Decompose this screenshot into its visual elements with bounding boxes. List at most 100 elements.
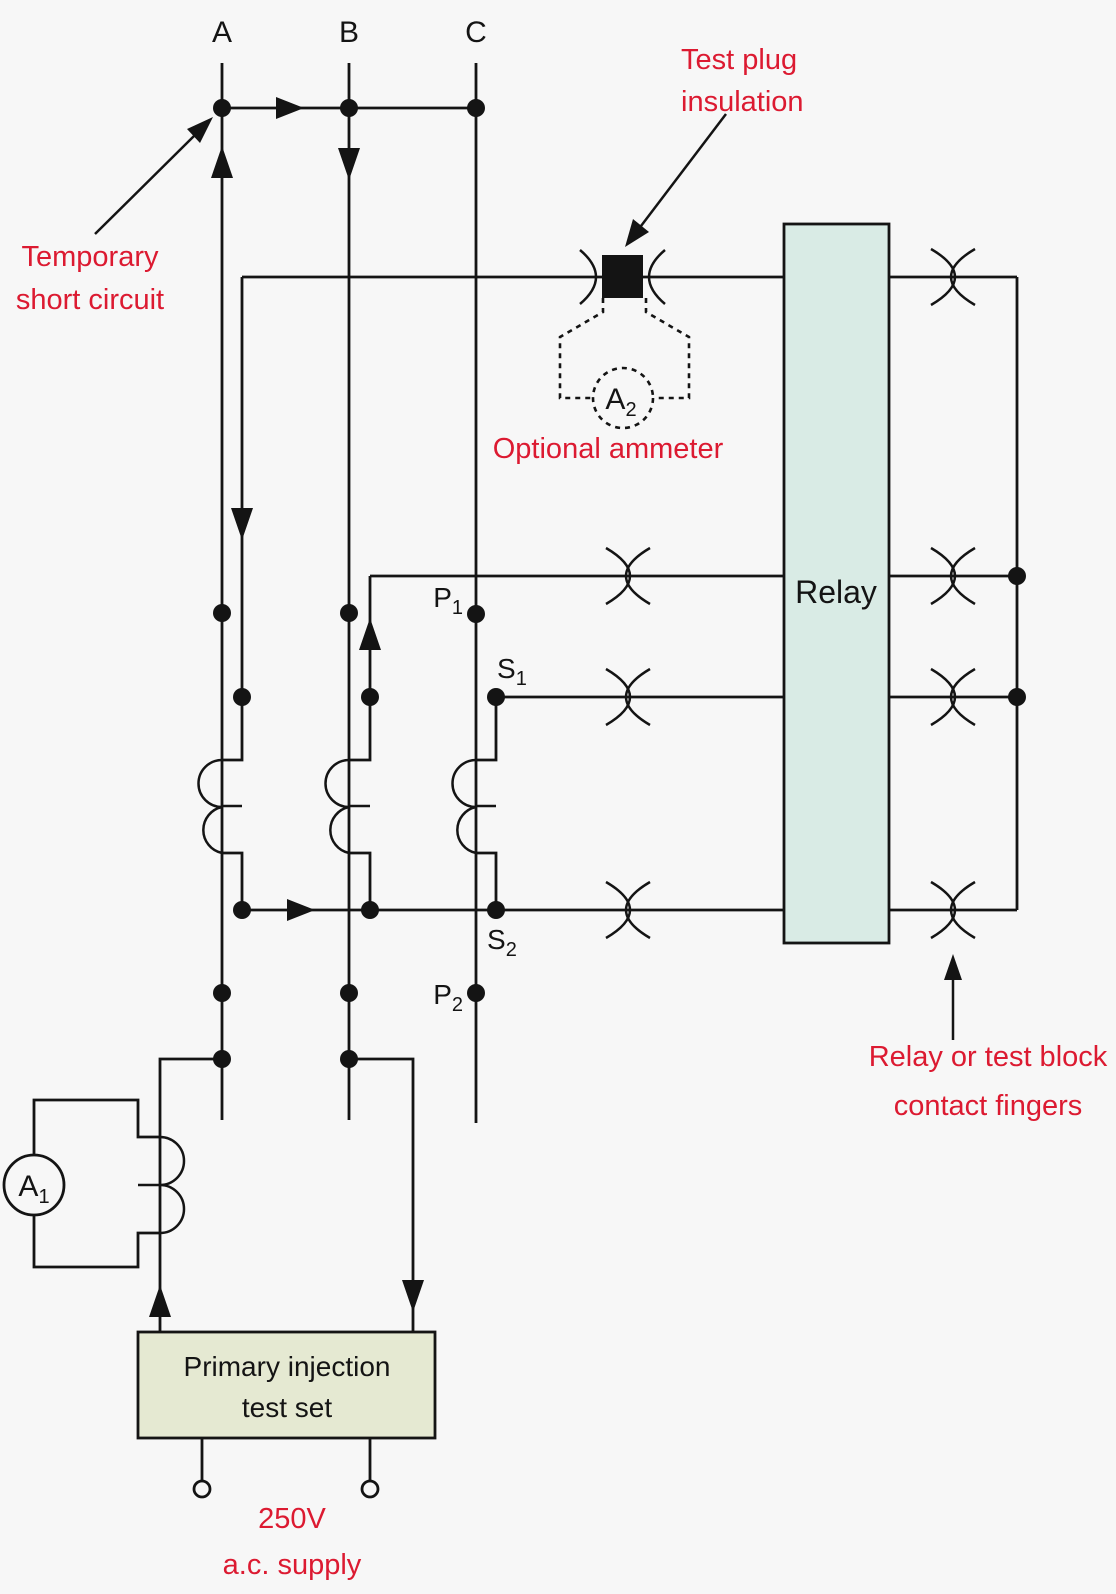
finger-arc — [930, 667, 957, 727]
ct-phase-a — [197, 277, 244, 910]
test-plug-insulation-block — [602, 255, 643, 298]
finger-arc — [949, 880, 976, 940]
supply-label-line2: a.c. supply — [223, 1549, 362, 1581]
finger-arc — [930, 247, 957, 307]
junction-dot — [233, 901, 251, 919]
relay-box — [782, 222, 891, 945]
test-plug: A2 — [558, 249, 691, 430]
p2-terminal-label: P2 — [433, 979, 463, 1016]
test-plug-insulation-label-line2: insulation — [681, 86, 804, 118]
contact-finger — [605, 880, 651, 940]
ct-a-winding — [197, 758, 223, 855]
phase-c-label: C — [465, 16, 487, 49]
finger-arc — [949, 247, 976, 307]
test-plug-insulation-label-line1: Test plug — [681, 44, 797, 76]
s2-terminal-dot — [487, 901, 505, 919]
arrow-down-icon — [402, 1280, 424, 1312]
relay-label: Relay — [795, 574, 877, 610]
callout-arrow-line — [640, 113, 727, 227]
contact-finger — [930, 546, 976, 606]
arrow-up-icon — [944, 954, 962, 980]
primary-injection-test-set: Primary injection test set — [136, 1330, 437, 1499]
arrow-up-right-icon — [187, 117, 213, 143]
junction-dot — [361, 901, 379, 919]
ammeter-a1-loop — [32, 1098, 160, 1269]
supply-terminal-left — [192, 1479, 212, 1499]
finger-arc — [949, 667, 976, 727]
ammeter-a2-label: A2 — [605, 383, 636, 421]
ammeter-a1-dial — [2, 1153, 66, 1217]
arrow-up-icon — [149, 1285, 171, 1317]
contact-fingers-label-line2: contact fingers — [894, 1090, 1083, 1122]
test-set-label-line1: Primary injection — [184, 1351, 391, 1382]
arrow-down-icon — [231, 508, 253, 540]
finger-arc — [930, 546, 957, 606]
contact-finger — [930, 247, 976, 307]
phase-busbars — [220, 63, 478, 1123]
ct-terminal-labels: P1 S1 S2 P2 — [433, 582, 527, 1016]
junction-dot — [340, 604, 358, 622]
finger-arc — [930, 880, 957, 940]
finger-arc — [624, 880, 651, 940]
ct-b-winding — [324, 758, 350, 855]
annotation-temporary-short-circuit: Temporary short circuit — [16, 117, 213, 316]
injection-loop-left — [158, 1057, 222, 1332]
finger-arc — [605, 880, 632, 940]
finger-arc — [624, 667, 651, 727]
junction-dot — [1008, 567, 1026, 585]
arrow-right-icon — [287, 899, 315, 921]
contact-finger — [930, 667, 976, 727]
ammeter-a2-dial — [591, 366, 655, 430]
junction-dot — [340, 1050, 358, 1068]
ct-phase-c — [451, 697, 498, 910]
arrow-up-icon — [211, 146, 233, 178]
s1-terminal-dot — [487, 688, 505, 706]
injection-loop-right — [349, 1057, 415, 1332]
temporary-short-circuit-label-line2: short circuit — [16, 284, 164, 316]
optional-ammeter-lead-right — [644, 298, 691, 400]
junction-dot — [213, 1050, 231, 1068]
relay: Relay — [782, 222, 891, 945]
callout-arrow-line — [94, 135, 195, 235]
junction-dot — [213, 99, 231, 117]
junction-dot — [361, 688, 379, 706]
junction-dot — [1008, 688, 1026, 706]
ammeter-a1-ct: A1 — [2, 1098, 186, 1269]
injection-loop — [158, 1057, 415, 1332]
contact-finger — [605, 667, 651, 727]
s2-terminal-label: S2 — [487, 924, 517, 961]
s1-terminal-label: S1 — [497, 653, 527, 690]
contact-fingers — [605, 247, 976, 940]
contact-finger — [930, 880, 976, 940]
junction-dots — [213, 99, 1026, 1068]
test-set-label-line2: test set — [242, 1392, 332, 1423]
ct-c-secondary-wire — [476, 697, 498, 910]
test-set-box — [136, 1330, 437, 1440]
phase-b-label: B — [339, 16, 359, 49]
annotation-test-plug-insulation: Test plug insulation — [625, 44, 804, 247]
junction-dot — [340, 99, 358, 117]
annotation-contact-fingers: Relay or test block contact fingers — [869, 954, 1108, 1122]
junction-dot — [213, 604, 231, 622]
contact-finger — [605, 546, 651, 606]
arrow-down-icon — [338, 148, 360, 180]
supply-terminal-right — [360, 1479, 380, 1499]
ammeter-a1-label: A1 — [18, 1170, 49, 1208]
p1-terminal-label: P1 — [433, 582, 463, 619]
plug-contact-arc-right — [647, 249, 666, 305]
optional-ammeter-lead-left — [558, 298, 605, 400]
contact-fingers-label-line1: Relay or test block — [869, 1041, 1108, 1073]
finger-arc — [949, 546, 976, 606]
ct-c-winding — [451, 758, 477, 855]
plug-contact-arc-left — [579, 249, 598, 305]
ct-a-secondary-wire — [222, 277, 244, 910]
junction-dot — [213, 984, 231, 1002]
p1-terminal-dot — [467, 605, 485, 623]
current-arrows — [149, 97, 424, 1317]
arrow-up-icon — [359, 618, 381, 650]
junction-dot — [340, 984, 358, 1002]
phase-a-label: A — [212, 16, 232, 49]
